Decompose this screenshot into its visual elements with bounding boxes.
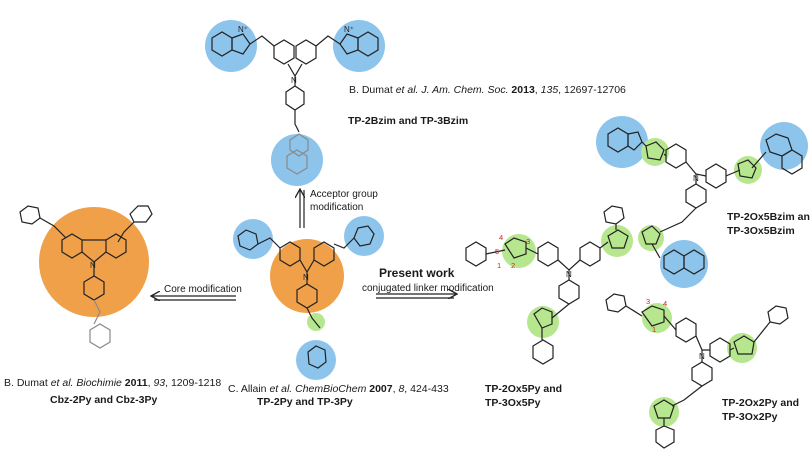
amine-n-center: N [303, 273, 309, 282]
compound-label-tp-py: TP-2Py and TP-3Py [257, 396, 353, 408]
acceptor-highlight [233, 219, 273, 259]
acceptor-highlight [333, 20, 385, 72]
acceptor-highlight [596, 116, 648, 168]
linker-highlight [527, 306, 559, 338]
linker-highlight [307, 313, 325, 331]
ring-number-4: 4 [499, 233, 503, 242]
cite-year: 2007 [366, 383, 393, 395]
cite-journal: ChemBioChem [292, 383, 367, 395]
tp-ox5py-structure [465, 205, 633, 365]
compound-label-tp-ox5py: TP-2Ox5Py and TP-3Ox5Py [485, 382, 562, 410]
acceptor-arrow-label-line2: modification [310, 202, 364, 213]
bzim-n-right: N⁺ [344, 25, 354, 34]
cite-journal: Biochimie [73, 377, 122, 389]
citation-left: B. Dumat et al. Biochimie 2011, 93, 1209… [4, 377, 221, 389]
compound-label-tp-ox2py: TP-2Ox2Py and TP-3Ox2Py [722, 396, 799, 424]
cite-journal: J. Am. Chem. Soc. [418, 84, 509, 96]
ox2py-line2: TP-3Ox2Py [722, 411, 778, 423]
cite-volume: 8 [398, 383, 405, 395]
cite-author: C. Allain [228, 383, 270, 395]
linker-modification-label: conjugated linker modification [362, 283, 494, 294]
citation-top: B. Dumat et al. J. Am. Chem. Soc. 2013 , … [349, 84, 626, 96]
tp-ox2py-structure [605, 293, 789, 449]
cite-sep: , [147, 377, 154, 389]
cite-etal: et al. [395, 84, 419, 96]
linker-highlight [638, 225, 664, 251]
ring-number-3: 3 [526, 237, 530, 246]
amine-n-ox5py: N [566, 270, 572, 279]
amine-n-ox2py: N [699, 352, 705, 361]
cite-etal: et al. [269, 383, 293, 395]
linker-highlight [727, 333, 757, 363]
citation-center: C. Allain et al. ChemBioChem 2007, 8, 42… [228, 383, 449, 395]
core-modification-label: Core modification [164, 284, 242, 295]
ox5bzim-line1: TP-2Ox5Bzim and [727, 211, 810, 223]
linker-highlight [601, 225, 633, 257]
cite-pages: , 12697-12706 [558, 84, 626, 96]
ox5py-line2: TP-3Ox5Py [485, 397, 541, 409]
acceptor-arrow-label: Acceptor group modification [310, 188, 378, 214]
cite-year: 2011 [121, 377, 148, 389]
ring-number-1: 1 [497, 261, 501, 270]
tp-bzim-structure [205, 20, 385, 186]
cite-etal: et al. [50, 377, 74, 389]
acceptor-highlight [205, 20, 257, 72]
linker-highlight [502, 234, 536, 268]
compound-label-cbz-py: Cbz-2Py and Cbz-3Py [50, 394, 158, 406]
cite-volume: 93 [153, 377, 166, 389]
compound-label-tp-bzim: TP-2Bzim and TP-3Bzim [348, 115, 469, 127]
acceptor-highlight [271, 134, 323, 186]
cite-author: B. Dumat [4, 377, 51, 389]
acceptor-arrow-label-line1: Acceptor group [310, 189, 378, 200]
cite-author: B. Dumat [349, 84, 396, 96]
cite-volume: 135 [540, 84, 559, 96]
acceptor-highlight [760, 122, 808, 170]
acceptor-highlight [344, 216, 384, 256]
compound-label-tp-ox5bzim: TP-2Ox5Bzim and TP-3Ox5Bzim [727, 210, 810, 238]
cite-sep: , [534, 84, 541, 96]
ring-number-1b: 1 [652, 325, 656, 334]
amine-n-top: N [291, 76, 297, 85]
cite-year: 2013 [508, 84, 535, 96]
cbz-py-structure [19, 205, 153, 349]
ring-number-4b: 4 [663, 299, 667, 308]
ring-number-3b: 3 [646, 297, 650, 306]
cite-pages: , 1209-1218 [165, 377, 222, 389]
ring-number-2: 2 [511, 261, 515, 270]
tp-py-structure [233, 216, 384, 380]
bzim-n-left: N⁺ [238, 25, 248, 34]
carbazole-n: N [90, 261, 96, 270]
present-work-label: Present work [379, 266, 455, 280]
ox2py-line1: TP-2Ox2Py and [722, 397, 800, 409]
ring-number-5: 5 [495, 247, 499, 256]
cite-sep: , [392, 383, 399, 395]
acceptor-highlight [296, 340, 336, 380]
tp-ox5bzim-structure [596, 116, 808, 288]
amine-n-ox5bzim: N [693, 174, 699, 183]
ox5bzim-line2: TP-3Ox5Bzim [727, 225, 795, 237]
cite-pages: , 424-433 [404, 383, 449, 395]
ox5py-line1: TP-2Ox5Py and [485, 383, 563, 395]
